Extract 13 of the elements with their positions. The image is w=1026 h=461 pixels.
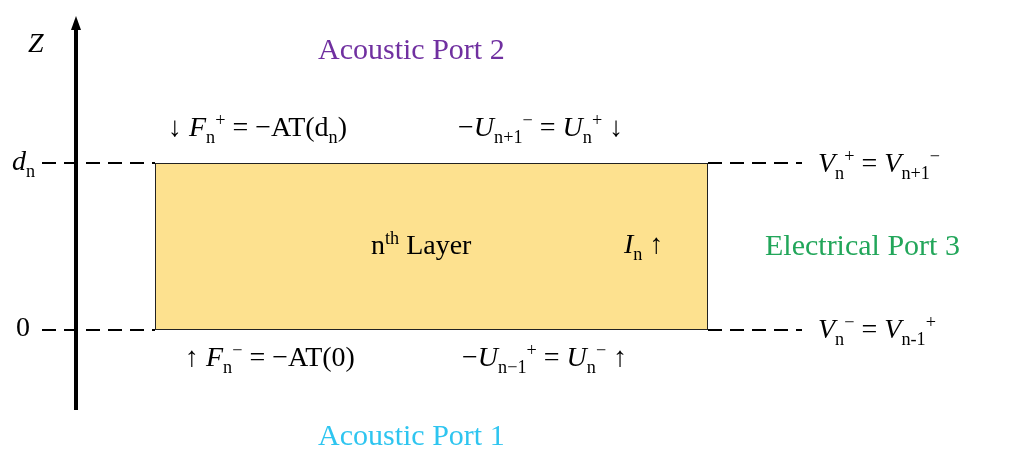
boundary-equation: ↑ F$_{n}$$^{−}$ = −AT(0) <box>185 340 355 377</box>
tick-label: d$_{n}$ <box>12 146 36 181</box>
current-label: I$_{n}$ ↑ <box>624 228 664 265</box>
layer-label: n$^{th}$ Layer <box>371 228 472 262</box>
boundary-equation: ↓ F$_{n}$$^{+}$ = −AT(d$_{n}$) <box>168 110 348 147</box>
boundary-equation: −U$_{n−1}$$^{+}$ = U$_{n}$$^{−}$ ↑ <box>462 340 628 377</box>
boundary-equation: −U$_{n+1}$$^{−}$ = U$_{n}$$^{+}$ ↓ <box>458 110 624 147</box>
tick-label: 0 <box>16 312 30 343</box>
port-label: Acoustic Port 2 <box>318 32 505 65</box>
port-label: Acoustic Port 1 <box>318 418 505 451</box>
layer-box <box>155 163 708 330</box>
port-label: Electrical Port 3 <box>765 228 960 261</box>
axis-label: Z <box>28 28 44 59</box>
